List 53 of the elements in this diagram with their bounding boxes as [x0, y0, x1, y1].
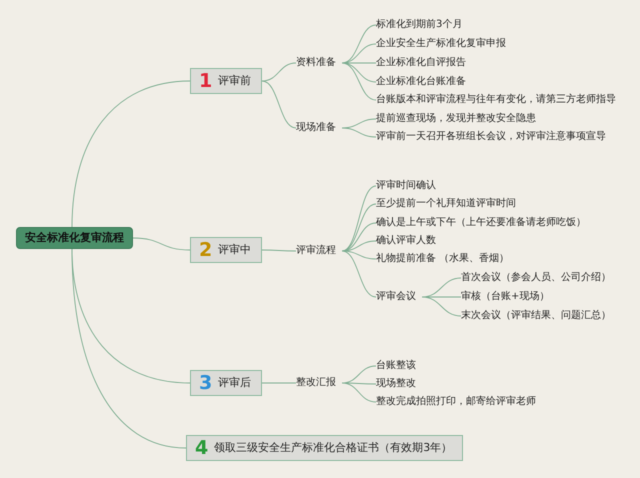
branch-line [342, 382, 376, 402]
branch-label: 末次会议（评审结果、问题汇总） [461, 309, 611, 323]
branch-label: 评审时间确认 [376, 179, 436, 193]
branch-line [72, 248, 186, 448]
branch-line [262, 382, 296, 384]
branch-line [342, 204, 376, 252]
root-topic-box: 安全标准化复审流程 [16, 227, 133, 249]
branch-line [342, 62, 376, 100]
branch-label: 评审会议 [376, 290, 416, 304]
branch-line [342, 24, 376, 64]
stage-box [190, 370, 262, 396]
branch-label: 审核（台账+现场） [461, 290, 550, 304]
step-number: 3 [199, 374, 212, 392]
branch-line [342, 186, 376, 252]
branch-label: 企业标准化自评报告 [376, 56, 466, 70]
branch-label: 标准化到期前3个月 [376, 18, 462, 32]
branch-label: 评审前一天召开各班组长会议，对评审注意事项宣导 [376, 130, 606, 144]
stage-label: 评审前 [218, 74, 252, 88]
branch-label: 整改完成拍照打印，邮寄给评审老师 [376, 395, 536, 409]
branch-label: 台账版本和评审流程与往年有变化，请第三方老师指导 [376, 93, 616, 107]
branch-line [132, 238, 190, 250]
branch-line [342, 128, 376, 138]
branch-line [422, 296, 462, 316]
branch-label: 现场整改 [376, 377, 416, 391]
branch-label: 整改汇报 [296, 376, 336, 390]
branch-label: 确认评审人数 [376, 234, 436, 248]
branch-label: 台账整该 [376, 359, 416, 373]
branch-label: 资料准备 [296, 56, 336, 70]
branch-line [342, 250, 376, 260]
stage-label: 评审后 [218, 376, 252, 390]
stage-label: 领取三级安全生产标准化合格证书（有效期3年） [214, 441, 452, 455]
stage-box [186, 435, 464, 461]
branch-line [342, 62, 376, 82]
branch-label: 评审流程 [296, 244, 336, 258]
branch-label: 确认是上午或下午（上午还要准备请老师吃饭） [376, 216, 586, 230]
step-number: 1 [199, 72, 212, 90]
branch-label: 企业安全生产标准化复审申报 [376, 37, 506, 51]
branch-label: 首次会议（参会人员、公司介绍） [461, 271, 611, 285]
branch-label: 提前巡查现场，发现并整改安全隐患 [376, 112, 536, 126]
step-number: 2 [199, 241, 212, 259]
branch-label: 至少提前一个礼拜知道评审时间 [376, 197, 516, 211]
stage-label: 评审中 [218, 243, 252, 257]
branch-line [262, 62, 296, 82]
stage-box [190, 237, 262, 263]
stage-box [190, 68, 262, 94]
branch-line [262, 80, 296, 128]
branch-label: 企业标准化台账准备 [376, 75, 466, 89]
step-number: 4 [195, 439, 208, 457]
branch-line [342, 250, 376, 298]
branch-label: 礼物提前准备 （水果、香烟） [376, 252, 510, 266]
branch-line [72, 80, 190, 228]
branch-label: 现场准备 [296, 121, 336, 135]
branch-line [262, 250, 296, 252]
